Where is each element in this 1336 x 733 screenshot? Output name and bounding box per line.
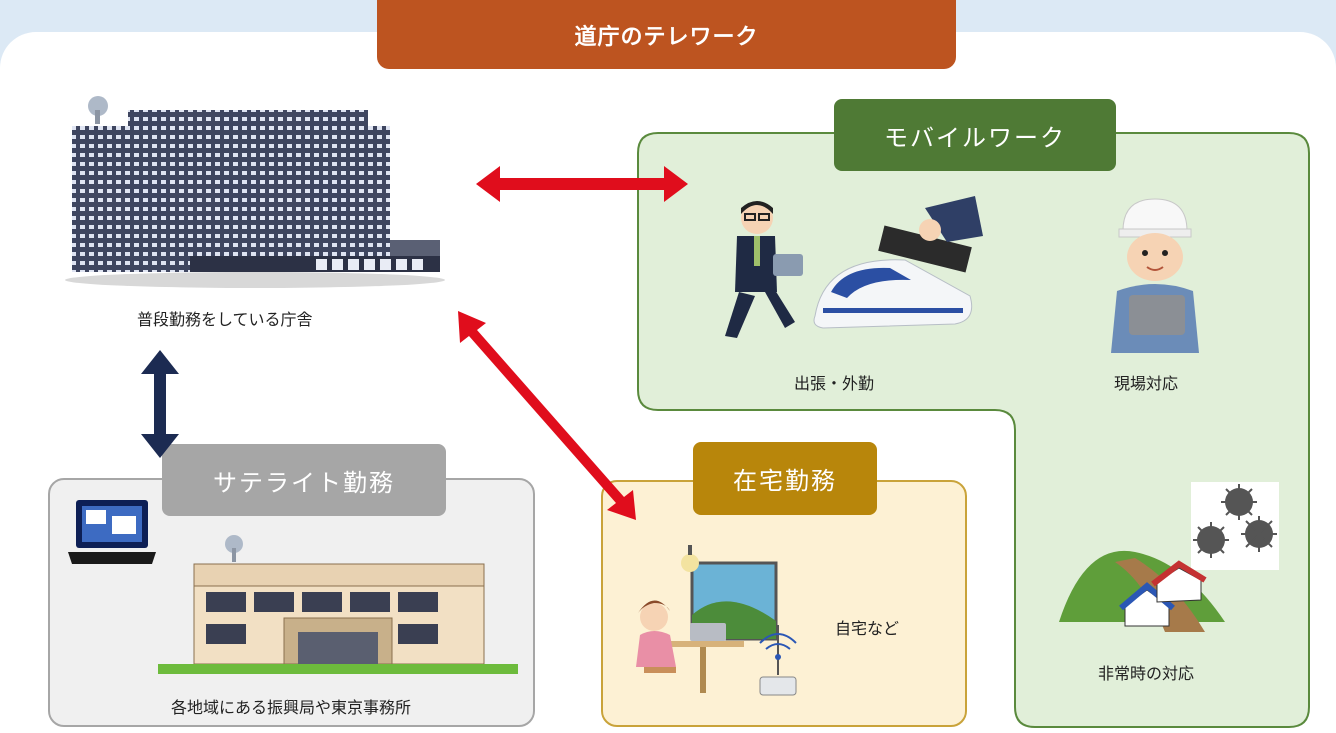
satellite-caption: 各地域にある振興局や東京事務所 (171, 698, 412, 717)
satellite-work-title: サテライト勤務 (162, 444, 446, 516)
regional-office-illustration (158, 535, 518, 674)
home-work-caption: 自宅など (835, 619, 900, 638)
home-work-title: 在宅勤務 (693, 442, 877, 515)
emergency-caption: 非常時の対応 (1098, 664, 1195, 683)
site-response-caption: 現場対応 (1114, 374, 1179, 393)
emergency-illustration (1059, 482, 1279, 632)
office-home-arrow (458, 311, 636, 520)
office-caption: 普段勤務をしている庁舎 (137, 310, 313, 329)
home-work-illustration (636, 545, 797, 696)
page-title: 道庁のテレワーク (377, 0, 956, 69)
office-satellite-arrow (141, 350, 179, 458)
business-trip-illustration (725, 196, 983, 338)
site-response-illustration (1111, 198, 1199, 353)
business-trip-caption: 出張・外勤 (794, 374, 875, 393)
laptop-icon (68, 500, 156, 564)
mobile-work-title: モバイルワーク (834, 99, 1116, 171)
office-building-illustration (65, 96, 445, 288)
office-mobile-arrow (476, 166, 688, 202)
